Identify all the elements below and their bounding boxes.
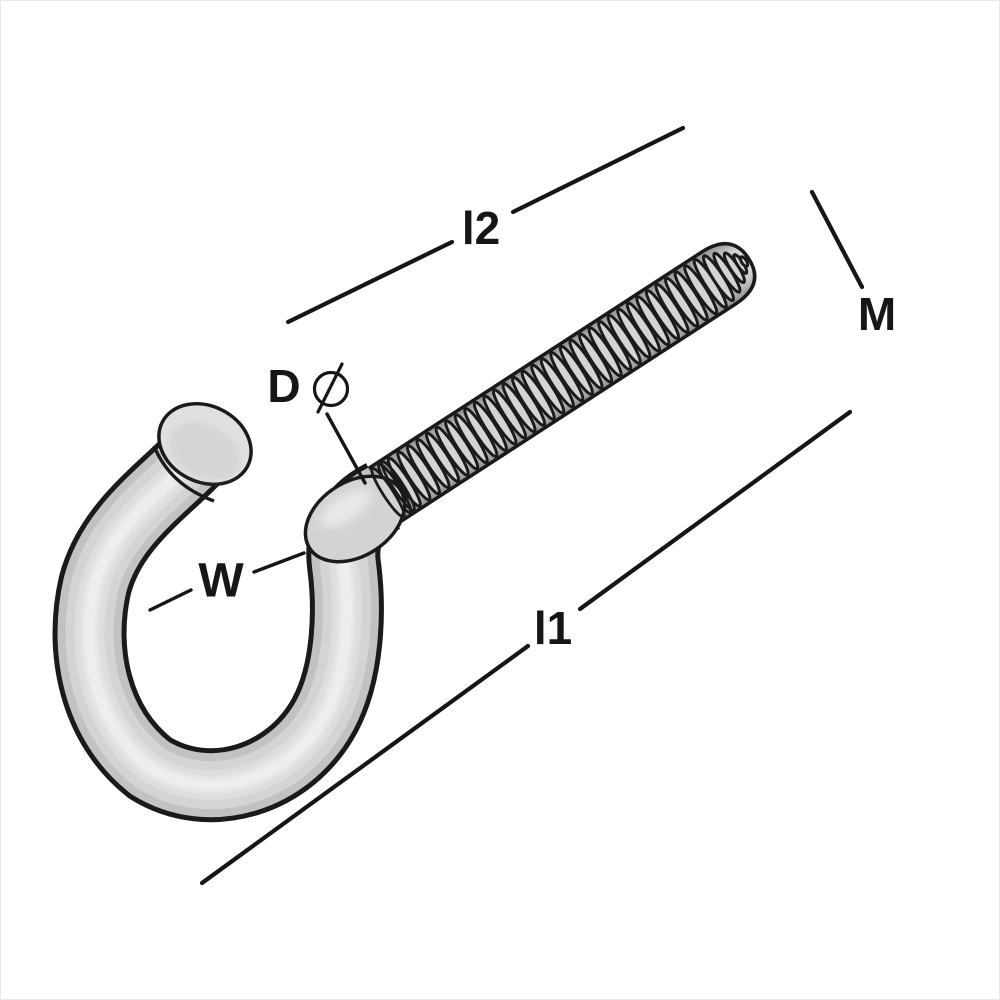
leader-line-w-right: [252, 551, 306, 574]
dimension-label-m: M: [858, 288, 896, 340]
dimension-line-l1-left: [199, 643, 531, 886]
leader-line-m: [809, 189, 865, 290]
dimension-line-l2-left: [285, 239, 455, 325]
hook-specular-highlight: [82, 441, 387, 793]
thread-rings: [377, 251, 750, 514]
dimension-label-w: W: [198, 555, 244, 608]
hook-body: [52, 421, 402, 823]
diameter-symbol-icon: [312, 362, 350, 414]
thread-runout-ring-2: [380, 460, 416, 513]
hook-tip-ring: [152, 445, 215, 503]
shank-transition: [303, 460, 416, 564]
screw-hook-illustration: [52, 242, 757, 823]
leader-line-d: [325, 412, 367, 485]
leader-line-w-left: [148, 588, 193, 612]
thread-ring: [738, 255, 750, 268]
hook-tip-face-shade: [168, 422, 241, 481]
dimension-line-l2-right: [510, 125, 686, 215]
dimension-label-d: D: [267, 360, 300, 412]
dimension-label-l2: l2: [462, 202, 500, 254]
dimension-line-l1-right: [577, 409, 853, 612]
dimension-label-l1: l1: [534, 602, 572, 654]
dimension-annotations: l2 M D W l1: [148, 125, 896, 886]
hook-tip: [157, 401, 253, 487]
transition-neck-highlight: [319, 489, 372, 528]
threaded-shaft: [321, 242, 757, 552]
